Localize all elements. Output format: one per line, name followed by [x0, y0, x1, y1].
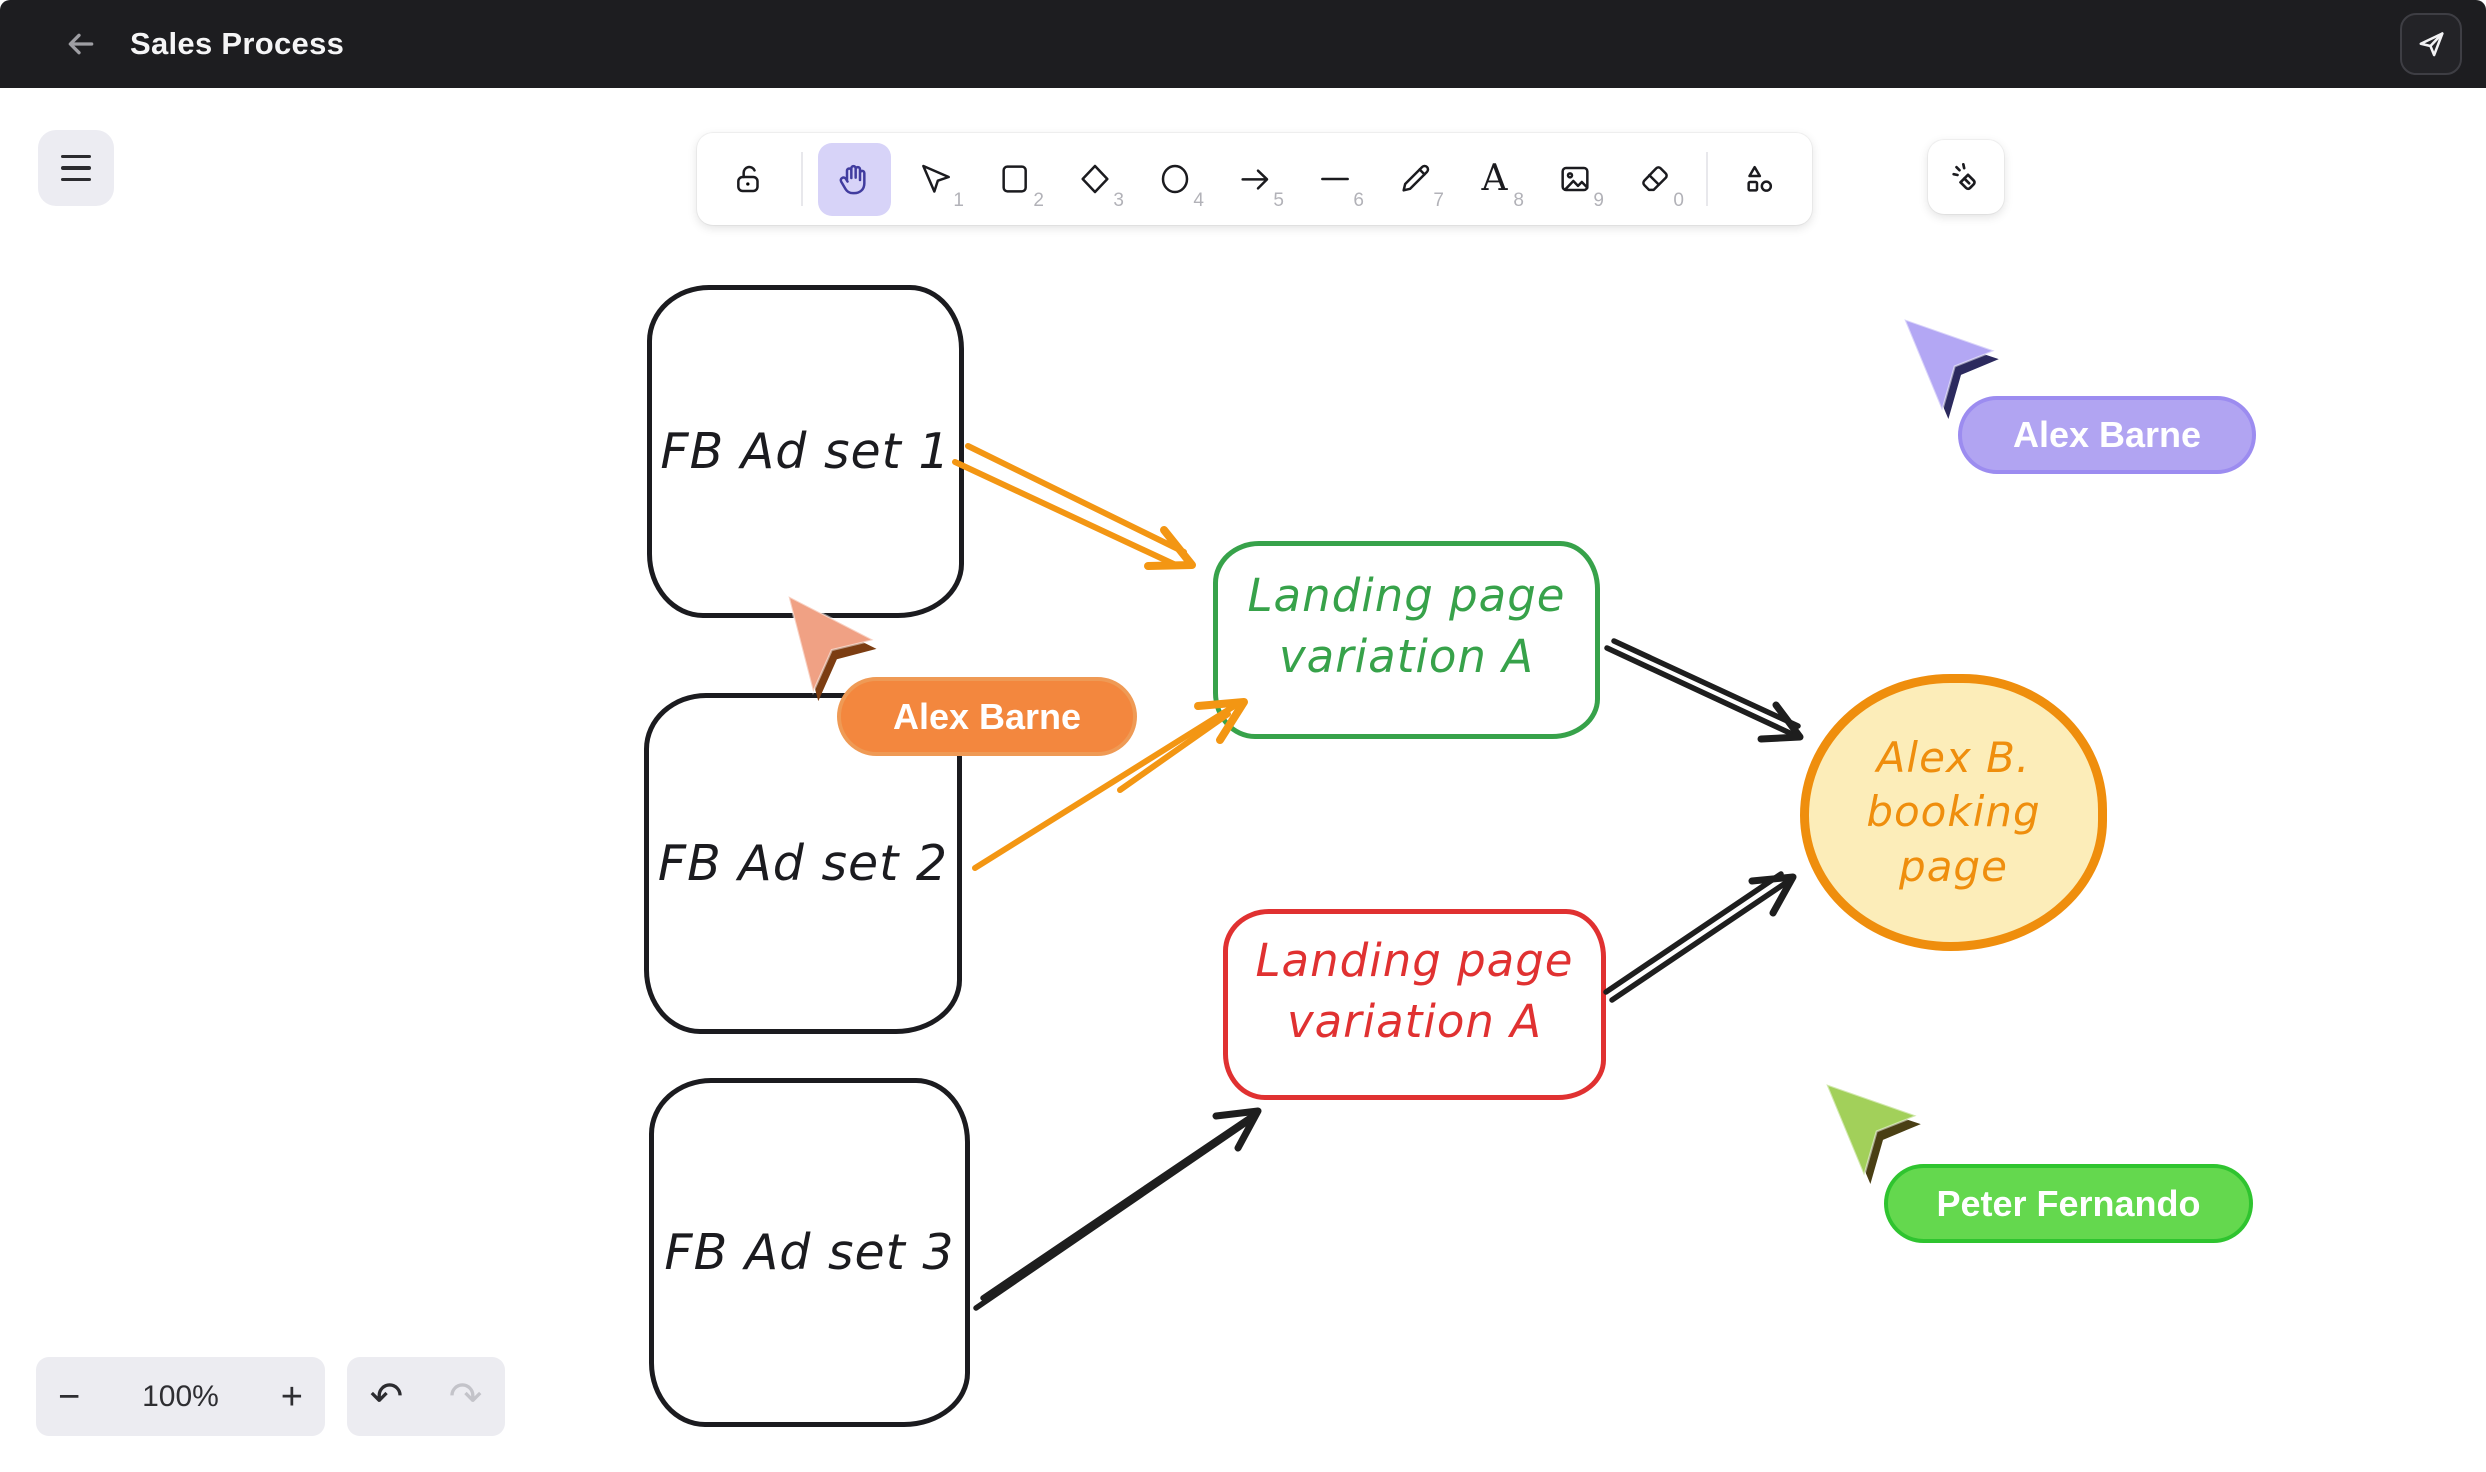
shortcut-label: 6 — [1353, 189, 1364, 211]
tool-text[interactable]: A 8 — [1458, 143, 1531, 216]
tool-draw[interactable]: 7 — [1378, 143, 1451, 216]
text-icon: A — [1481, 158, 1508, 199]
node-landing-page-red[interactable]: Landing page variation A — [1223, 909, 1606, 1100]
arrow-left-icon — [68, 33, 94, 55]
laser-pointer-icon — [1952, 163, 1976, 191]
node-fb-ad-set-3[interactable]: FB Ad set 3 — [649, 1078, 970, 1427]
node-fb-ad-set-1[interactable]: FB Ad set 1 — [647, 285, 964, 618]
tool-arrow[interactable]: 5 — [1218, 143, 1291, 216]
node-fb-ad-set-2[interactable]: FB Ad set 2 — [644, 693, 962, 1034]
shortcut-label: 1 — [953, 189, 964, 211]
tool-selection[interactable]: 1 — [898, 143, 971, 216]
node-label: Landing page variation A — [1255, 933, 1574, 1048]
arrow-icon — [1240, 169, 1268, 190]
image-icon — [1560, 166, 1589, 192]
edge-green-to-booking[interactable] — [1604, 638, 1804, 743]
toolbar: 1 2 3 4 5 — [697, 133, 1812, 225]
toolbar-divider — [1706, 152, 1708, 206]
zoom-in-button[interactable]: + — [280, 1375, 303, 1418]
edge-red-to-booking[interactable] — [1603, 871, 1797, 1003]
toolbar-divider — [801, 152, 803, 206]
node-label: Landing page variation A — [1247, 569, 1566, 683]
collaborator-badge: Peter Fernando — [1884, 1164, 2253, 1243]
collaborator-name: Alex Barne — [2012, 414, 2202, 455]
zoom-level[interactable]: 100% — [142, 1379, 219, 1413]
eraser-icon — [1641, 166, 1668, 192]
edge-fb3-to-red[interactable] — [973, 1107, 1262, 1311]
history-controls: ↶ ↷ — [347, 1357, 505, 1436]
node-booking-page[interactable]: Alex B. booking page — [1800, 674, 2107, 951]
collaborator-badge: Alex Barne — [837, 677, 1137, 756]
shortcut-label: 5 — [1273, 189, 1284, 211]
hand-icon — [839, 164, 866, 195]
line-icon — [1320, 177, 1349, 181]
ellipse-icon — [1161, 164, 1188, 194]
collaborator-cursor-orange — [786, 594, 877, 702]
node-label: FB Ad set 2 — [657, 835, 949, 892]
collaborator-cursor-purple — [1902, 317, 1999, 419]
tool-diamond[interactable]: 3 — [1058, 143, 1131, 216]
edge-fb1-to-green[interactable] — [952, 443, 1196, 570]
tool-shapes[interactable] — [1723, 143, 1796, 216]
back-button[interactable] — [52, 16, 108, 72]
shortcut-label: 9 — [1593, 189, 1604, 211]
collaborator-cursor-green — [1824, 1082, 1921, 1184]
tool-image[interactable]: 9 — [1538, 143, 1611, 216]
node-landing-page-green[interactable]: Landing page variation A — [1213, 541, 1600, 739]
share-button[interactable] — [2400, 13, 2462, 75]
shortcut-label: 4 — [1193, 189, 1204, 211]
shortcut-label: 7 — [1433, 189, 1444, 211]
collaborator-badge: Alex Barne — [1958, 396, 2256, 474]
tool-hand[interactable] — [818, 142, 891, 216]
zoom-controls: − 100% + — [36, 1357, 325, 1436]
shortcut-label: 0 — [1673, 189, 1684, 211]
node-label: FB Ad set 1 — [660, 423, 951, 480]
rectangle-icon — [1001, 165, 1027, 193]
page-title: Sales Process — [130, 26, 345, 61]
shortcut-label: 8 — [1513, 189, 1524, 211]
paper-plane-icon — [2419, 32, 2444, 57]
node-label: FB Ad set 3 — [664, 1224, 955, 1281]
header: Sales Process — [0, 0, 2486, 88]
collaborator-name: Alex Barne — [892, 695, 1082, 737]
collaborator-name: Peter Fernando — [1936, 1182, 2201, 1224]
shapes-icon — [1746, 165, 1772, 192]
cursor-icon — [921, 164, 950, 193]
node-label: Alex B. booking page — [1866, 732, 2041, 891]
tool-eraser[interactable]: 0 — [1618, 143, 1691, 216]
main-menu-button[interactable] — [38, 130, 114, 206]
pencil-icon — [1401, 164, 1429, 192]
hamburger-icon — [61, 154, 91, 159]
undo-button[interactable]: ↶ — [369, 1374, 404, 1419]
shortcut-label: 3 — [1113, 189, 1124, 211]
tool-line[interactable]: 6 — [1298, 143, 1371, 216]
laser-pointer-button[interactable] — [1928, 140, 2004, 214]
tool-lock[interactable] — [713, 143, 786, 216]
tool-rectangle[interactable]: 2 — [978, 143, 1051, 216]
tool-ellipse[interactable]: 4 — [1138, 143, 1211, 216]
lock-open-icon — [736, 165, 759, 193]
shortcut-label: 2 — [1033, 189, 1044, 211]
diamond-icon — [1080, 164, 1109, 194]
zoom-out-button[interactable]: − — [58, 1375, 81, 1418]
redo-button[interactable]: ↷ — [448, 1374, 483, 1419]
